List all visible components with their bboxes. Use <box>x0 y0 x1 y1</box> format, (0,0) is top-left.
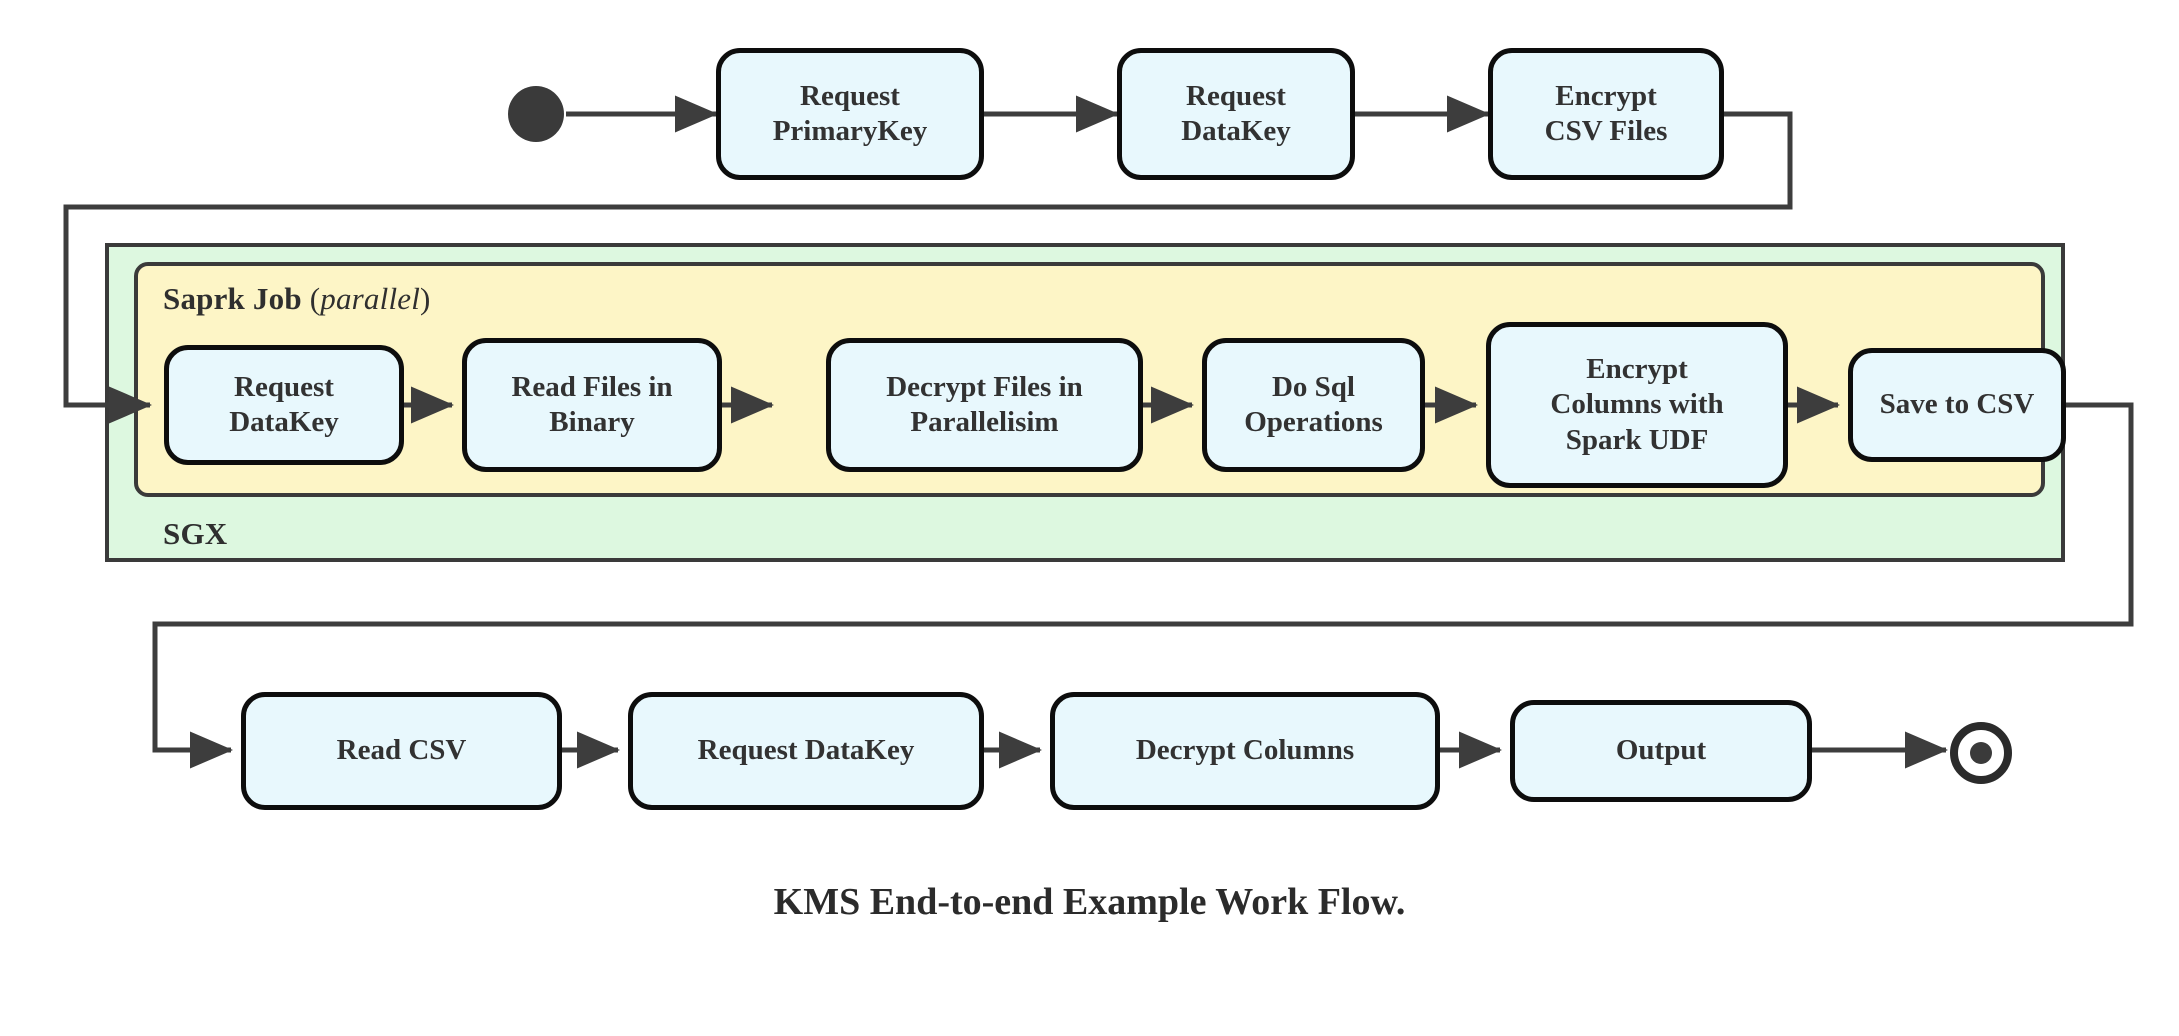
node-label-line: Parallelisim <box>910 406 1059 438</box>
node-label-line: Do Sql <box>1271 370 1355 403</box>
start-state-dot <box>508 86 564 142</box>
node-label-line: Output <box>1615 734 1707 767</box>
spark-job-label-parallel: (parallel) <box>301 281 431 316</box>
spark-job-label-text: Saprk Job <box>163 281 302 316</box>
end-state-bullseye <box>1950 722 2012 784</box>
node-label-line: Request DataKey <box>697 734 915 767</box>
node-request-datakey-top[interactable]: Request DataKey <box>1117 48 1355 180</box>
node-label-line: Request <box>234 370 334 403</box>
node-read-csv[interactable]: Read CSV <box>241 692 562 810</box>
node-output[interactable]: Output <box>1510 700 1812 802</box>
node-label-line: PrimaryKey <box>772 115 928 147</box>
node-label-line: Decrypt Columns <box>1135 734 1355 767</box>
spark-job-label-parallel-italic: parallel <box>320 281 421 316</box>
node-encrypt-csv-files[interactable]: Encrypt CSV Files <box>1488 48 1724 180</box>
node-label-line: Request <box>800 79 900 112</box>
node-label-line: Read Files in <box>511 370 673 403</box>
node-read-files-in-binary[interactable]: Read Files in Binary <box>462 338 722 472</box>
node-label-line: Operations <box>1244 406 1383 438</box>
node-label-line: Binary <box>549 406 635 438</box>
node-label-line: Request <box>1186 79 1286 112</box>
spark-job-label: Saprk Job (parallel) <box>163 281 431 317</box>
node-request-primarykey[interactable]: Request PrimaryKey <box>716 48 984 180</box>
node-decrypt-files-in-parallelisim[interactable]: Decrypt Files in Parallelisim <box>826 338 1143 472</box>
end-state-bullseye-center <box>1970 742 1992 764</box>
node-label-line: Spark UDF <box>1565 423 1709 456</box>
node-label-line: DataKey <box>229 406 339 438</box>
node-do-sql-operations[interactable]: Do Sql Operations <box>1202 338 1425 472</box>
node-encrypt-columns-with-spark-udf[interactable]: Encrypt Columns with Spark UDF <box>1486 322 1788 488</box>
node-request-datakey-bottom[interactable]: Request DataKey <box>628 692 984 810</box>
node-label-line: CSV Files <box>1544 115 1668 147</box>
node-decrypt-columns[interactable]: Decrypt Columns <box>1050 692 1440 810</box>
sgx-label: SGX <box>163 516 228 551</box>
node-label-line: Save to CSV <box>1879 388 2035 421</box>
node-label-line: Read CSV <box>336 734 467 767</box>
node-label-line: Decrypt Files in <box>886 370 1083 403</box>
edge-exit-crossing-containers <box>2066 402 2134 624</box>
node-request-datakey-spark[interactable]: Request DataKey <box>164 345 404 465</box>
node-label-line: DataKey <box>1181 115 1291 147</box>
node-save-to-csv[interactable]: Save to CSV <box>1848 348 2066 462</box>
node-label-line: Encrypt <box>1555 79 1657 112</box>
diagram-caption: KMS End-to-end Example Work Flow. <box>773 881 1406 923</box>
node-label-line: Columns with <box>1550 388 1724 421</box>
node-label-line: Encrypt <box>1586 352 1688 385</box>
